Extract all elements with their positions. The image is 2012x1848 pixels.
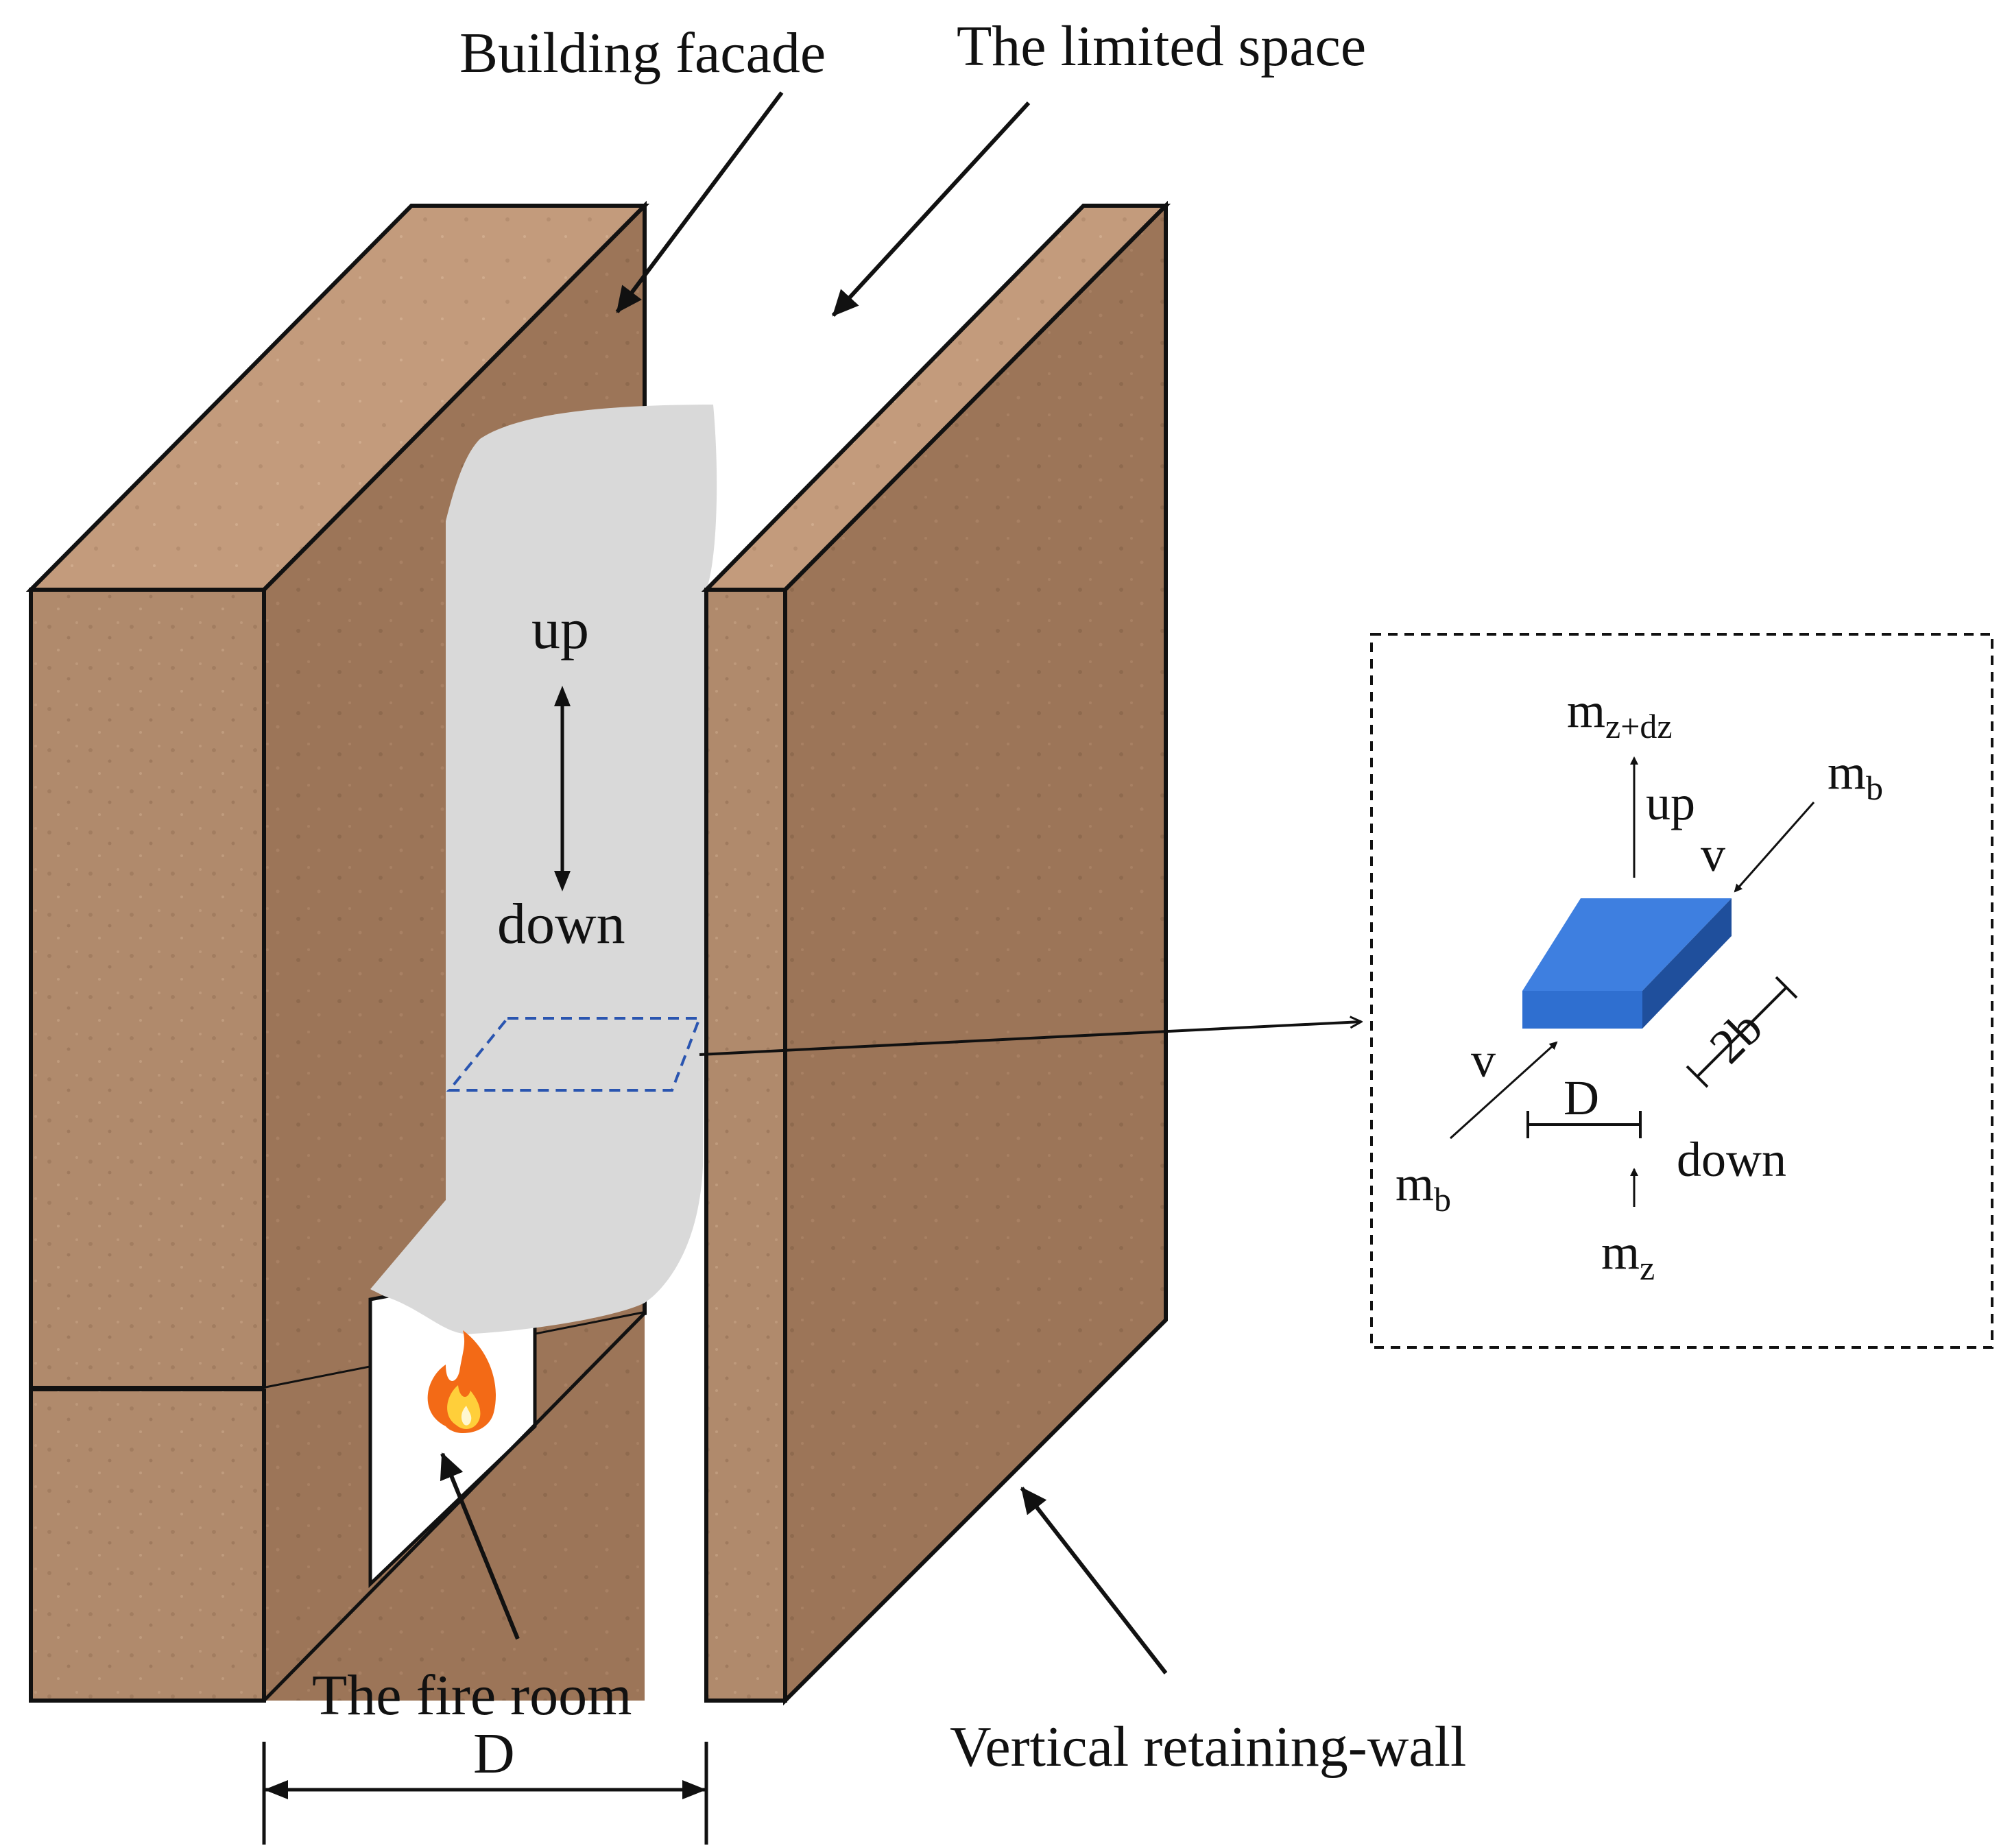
facade-front-face (29, 588, 266, 1703)
limited-space-label-arrow (831, 101, 1031, 317)
up-down-arrow (554, 686, 571, 891)
fire-room-label-arrow (440, 1452, 520, 1640)
element-side-face (1642, 898, 1732, 1029)
retaining-wall-label-arrow (1020, 1487, 1168, 1675)
smoke-plume (370, 405, 717, 1334)
retaining-side-face (783, 200, 1168, 1706)
bottom-d-dimension (262, 1742, 708, 1845)
fire-room-label: The fire room (312, 1664, 632, 1727)
flame-icon (427, 1330, 496, 1433)
building-facade-label: Building facade (459, 21, 826, 85)
retaining-wall-label: Vertical retaining-wall (950, 1715, 1466, 1779)
down-label: down (497, 892, 625, 956)
up-label: up (531, 597, 589, 661)
m-b-left-label: mb (1396, 1156, 1451, 1219)
v-left-label: v (1471, 1033, 1496, 1088)
bottom-d-label: D (473, 1722, 515, 1786)
facade-label-arrow (615, 91, 784, 313)
element-front-face (1522, 991, 1642, 1029)
m-z-label: mz (1601, 1225, 1655, 1287)
inset-d-dimension (1526, 1111, 1642, 1138)
retaining-front-face (704, 588, 787, 1703)
control-element (1522, 898, 1732, 1029)
inset-frame (1370, 633, 1993, 1349)
m-z-dz-label: mz+dz (1567, 683, 1673, 745)
inset-d-label: D (1564, 1070, 1599, 1125)
limited-space-label: The limited space (957, 14, 1366, 78)
dashed-section (446, 1017, 702, 1092)
arrow-mb-right (1734, 802, 1815, 893)
section-connector-arrow (699, 1022, 1361, 1056)
m-b-right-label: mb (1828, 745, 1883, 807)
inset-down-label: down (1677, 1132, 1786, 1187)
inset-2b-dimension (1686, 976, 1798, 1088)
arrow-mb-left (1449, 1041, 1558, 1140)
inset-up-label: up (1646, 776, 1695, 830)
retaining-wall (701, 200, 1171, 1706)
element-top-face (1522, 898, 1732, 991)
v-right-label: v (1701, 827, 1725, 882)
